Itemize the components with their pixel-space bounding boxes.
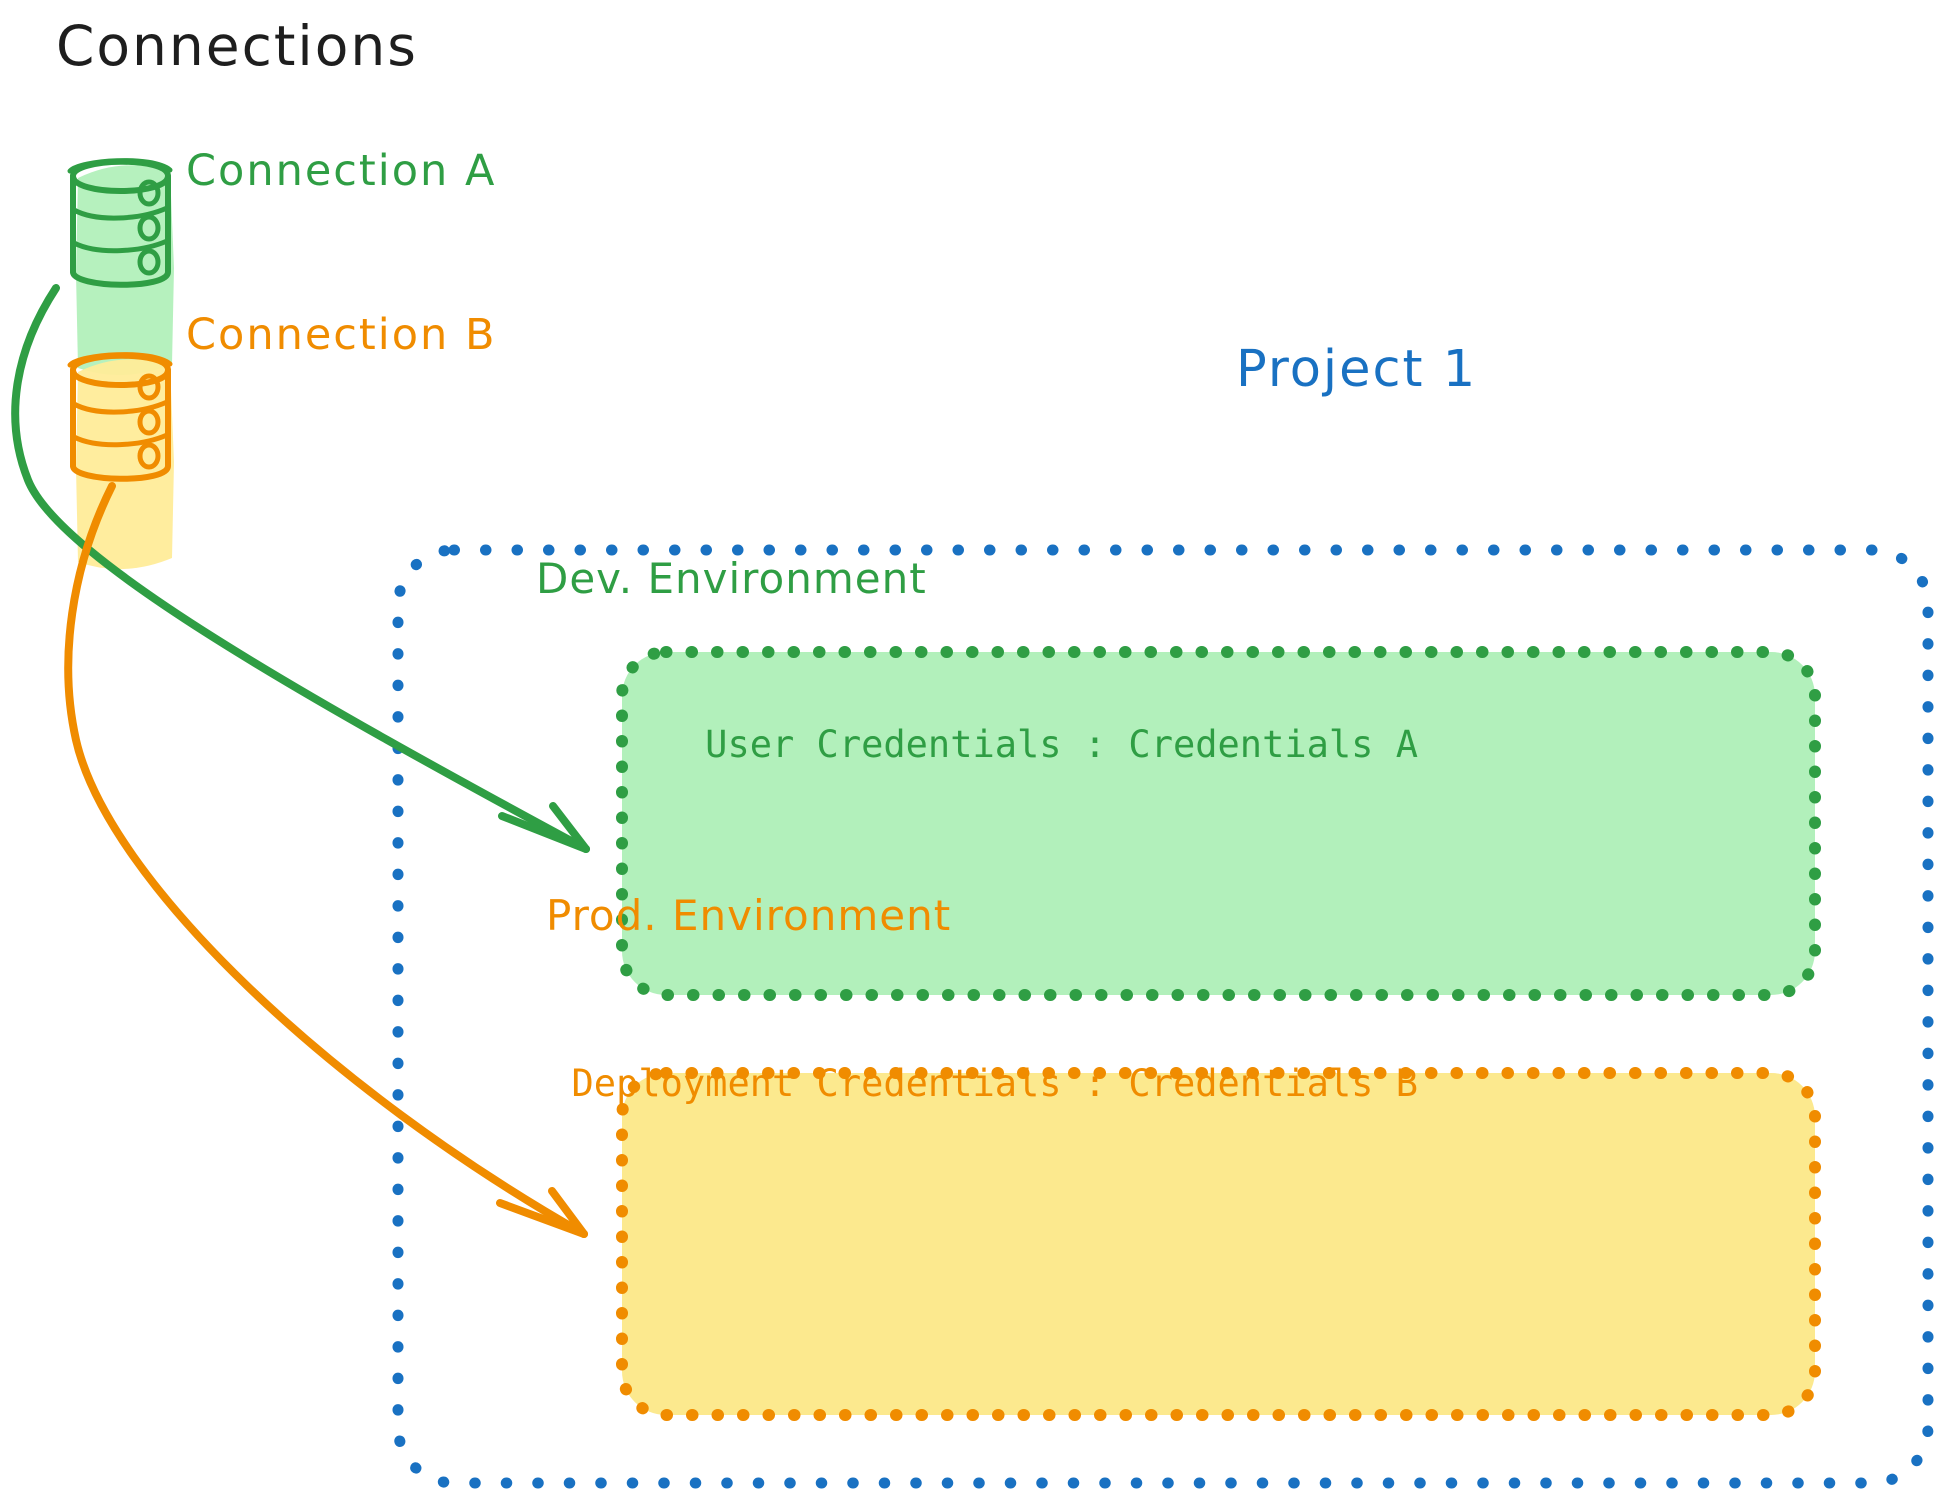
prod-environment-border[interactable] [616,1067,1821,1421]
dev-environment-fill [622,652,1815,995]
connection-b-database-icon[interactable] [67,352,174,570]
prod-environment-fill [622,1073,1815,1415]
dev-environment-credentials: User Credentials : Credentials A [705,723,1418,766]
arrow-connection-a-to-dev[interactable] [11,284,590,853]
prod-environment-title: Prod. Environment [546,891,952,940]
connection-b-label: Connection B [186,310,497,360]
project-1-container[interactable] [392,544,1934,1489]
arrow-connection-b-to-prod[interactable] [64,482,588,1238]
dev-environment-border[interactable] [616,646,1821,1001]
page-title: Connections [56,14,418,78]
dev-environment-title: Dev. Environment [536,554,927,603]
prod-environment-credentials: Deployment Credentials : Credentials B [571,1062,1418,1105]
connection-a-database-icon[interactable] [67,158,174,376]
connection-a-label: Connection A [186,146,497,196]
project-1-label: Project 1 [1236,340,1478,399]
